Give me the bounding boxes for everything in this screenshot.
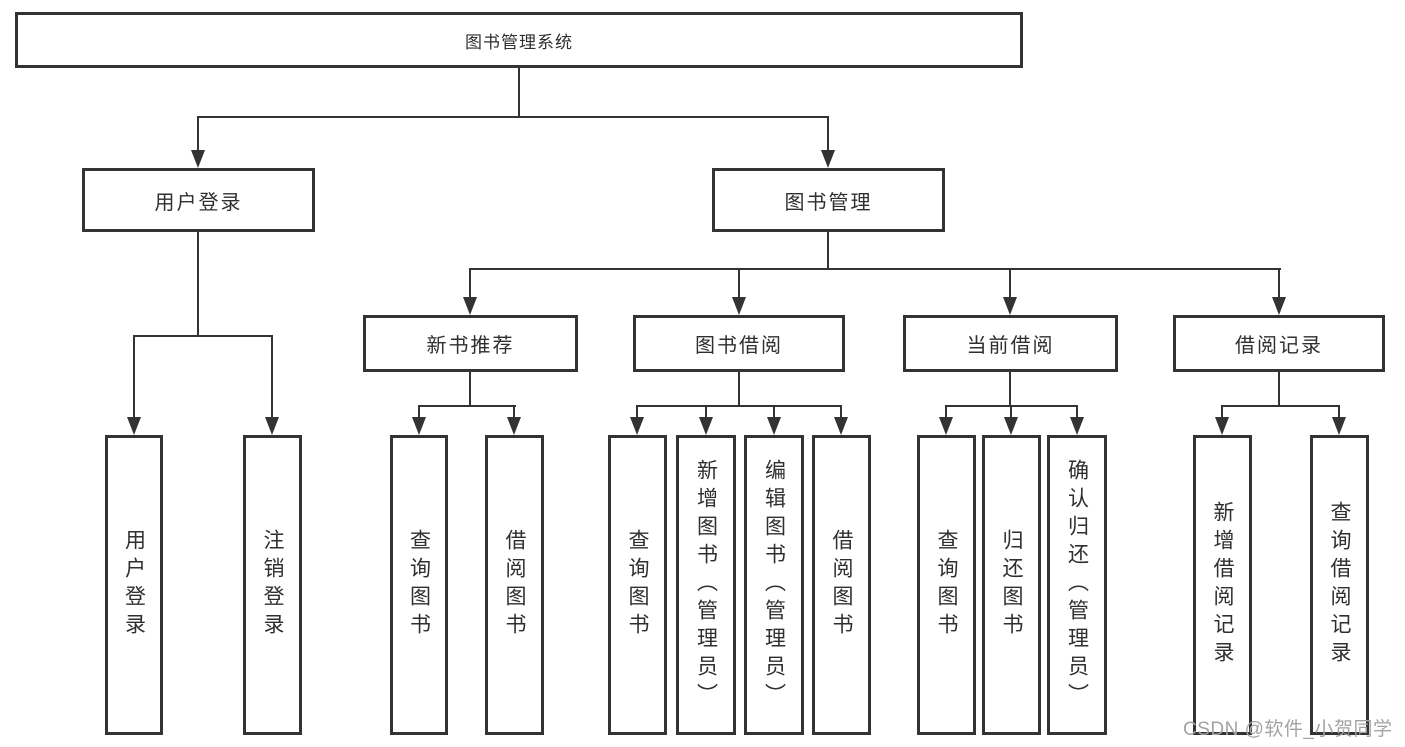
arrowhead-icon [1272, 297, 1286, 315]
connector-line [469, 372, 471, 407]
node-book-management: 图书管理 [712, 168, 945, 232]
arrowhead-icon [699, 417, 713, 435]
arrowhead-icon [630, 417, 644, 435]
node-user-login: 用户登录 [82, 168, 315, 232]
connector-line [945, 405, 947, 419]
arrowhead-icon [507, 417, 521, 435]
leaf-label: 编辑图书（管理员） [762, 459, 786, 711]
connector-line [197, 232, 199, 337]
connector-line [469, 268, 1281, 270]
leaf-query-books: 查询图书 [390, 435, 448, 735]
leaf-query-books: 查询图书 [608, 435, 667, 735]
leaf-borrow-books: 借阅图书 [812, 435, 871, 735]
connector-line [197, 116, 199, 152]
connector-line [1338, 405, 1340, 419]
connector-line [518, 68, 520, 118]
connector-line [197, 116, 829, 118]
arrowhead-icon [1004, 417, 1018, 435]
node-label: 借阅记录 [1235, 335, 1323, 357]
leaf-edit-books-admin: 编辑图书（管理员） [744, 435, 804, 735]
arrowhead-icon [1332, 417, 1346, 435]
leaf-logout: 注销登录 [243, 435, 302, 735]
leaf-label: 查询图书 [935, 529, 958, 641]
connector-line [1009, 268, 1011, 299]
connector-line [636, 405, 638, 419]
leaf-label: 借阅图书 [830, 529, 853, 641]
arrowhead-icon [463, 297, 477, 315]
connector-line [418, 405, 516, 407]
connector-line [1009, 372, 1011, 407]
connector-line [738, 372, 740, 407]
node-library-management-system: 图书管理系统 [15, 12, 1023, 68]
connector-line [271, 335, 273, 419]
arrowhead-icon [127, 417, 141, 435]
node-label: 用户登录 [154, 191, 243, 214]
connector-line [827, 232, 829, 270]
arrowhead-icon [939, 417, 953, 435]
connector-line [773, 405, 775, 419]
node-new-book-recommend: 新书推荐 [363, 315, 578, 372]
leaf-borrow-books: 借阅图书 [485, 435, 544, 735]
csdn-watermark: CSDN @软件_小贺同学 [1183, 719, 1393, 740]
leaf-label: 注销登录 [261, 529, 284, 641]
connector-line [1278, 268, 1280, 299]
connector-line [1010, 405, 1012, 419]
arrowhead-icon [1070, 417, 1084, 435]
connector-line [133, 335, 273, 337]
connector-line [1278, 372, 1280, 407]
connector-line [1221, 405, 1340, 407]
leaf-confirm-return-admin: 确认归还（管理员） [1047, 435, 1107, 735]
node-label: 图书借阅 [695, 335, 783, 357]
connector-line [827, 116, 829, 152]
node-book-borrow: 图书借阅 [633, 315, 845, 372]
connector-line [469, 268, 471, 299]
leaf-label: 确认归还（管理员） [1065, 459, 1089, 711]
leaf-add-borrow-record: 新增借阅记录 [1193, 435, 1252, 735]
leaf-label: 用户登录 [122, 529, 146, 641]
leaf-label: 查询图书 [626, 529, 649, 641]
leaf-label: 新增图书（管理员） [694, 459, 718, 711]
connector-line [418, 405, 420, 419]
arrowhead-icon [191, 150, 205, 168]
arrowhead-icon [834, 417, 848, 435]
leaf-label: 查询借阅记录 [1328, 501, 1351, 669]
node-label: 图书管理 [784, 191, 873, 214]
node-label: 新书推荐 [426, 335, 515, 357]
connector-line [1076, 405, 1078, 419]
connector-line [738, 268, 740, 299]
leaf-user-login: 用户登录 [105, 435, 163, 735]
node-current-borrow: 当前借阅 [903, 315, 1118, 372]
connector-line [1221, 405, 1223, 419]
leaf-query-books: 查询图书 [917, 435, 976, 735]
arrowhead-icon [1003, 297, 1017, 315]
arrowhead-icon [412, 417, 426, 435]
connector-line [636, 405, 842, 407]
arrowhead-icon [1215, 417, 1229, 435]
leaf-label: 查询图书 [407, 529, 431, 641]
arrowhead-icon [821, 150, 835, 168]
node-label: 当前借阅 [966, 335, 1055, 357]
connector-line [840, 405, 842, 419]
arrowhead-icon [265, 417, 279, 435]
node-borrow-records: 借阅记录 [1173, 315, 1385, 372]
arrowhead-icon [732, 297, 746, 315]
leaf-label: 归还图书 [1000, 529, 1023, 641]
leaf-label: 新增借阅记录 [1211, 501, 1234, 669]
connector-line [705, 405, 707, 419]
leaf-query-borrow-record: 查询借阅记录 [1310, 435, 1369, 735]
leaf-return-books: 归还图书 [982, 435, 1041, 735]
node-label: 图书管理系统 [465, 32, 573, 52]
leaf-add-books-admin: 新增图书（管理员） [676, 435, 736, 735]
connector-line [133, 335, 135, 419]
connector-line [513, 405, 515, 419]
arrowhead-icon [767, 417, 781, 435]
leaf-label: 借阅图书 [503, 529, 526, 641]
